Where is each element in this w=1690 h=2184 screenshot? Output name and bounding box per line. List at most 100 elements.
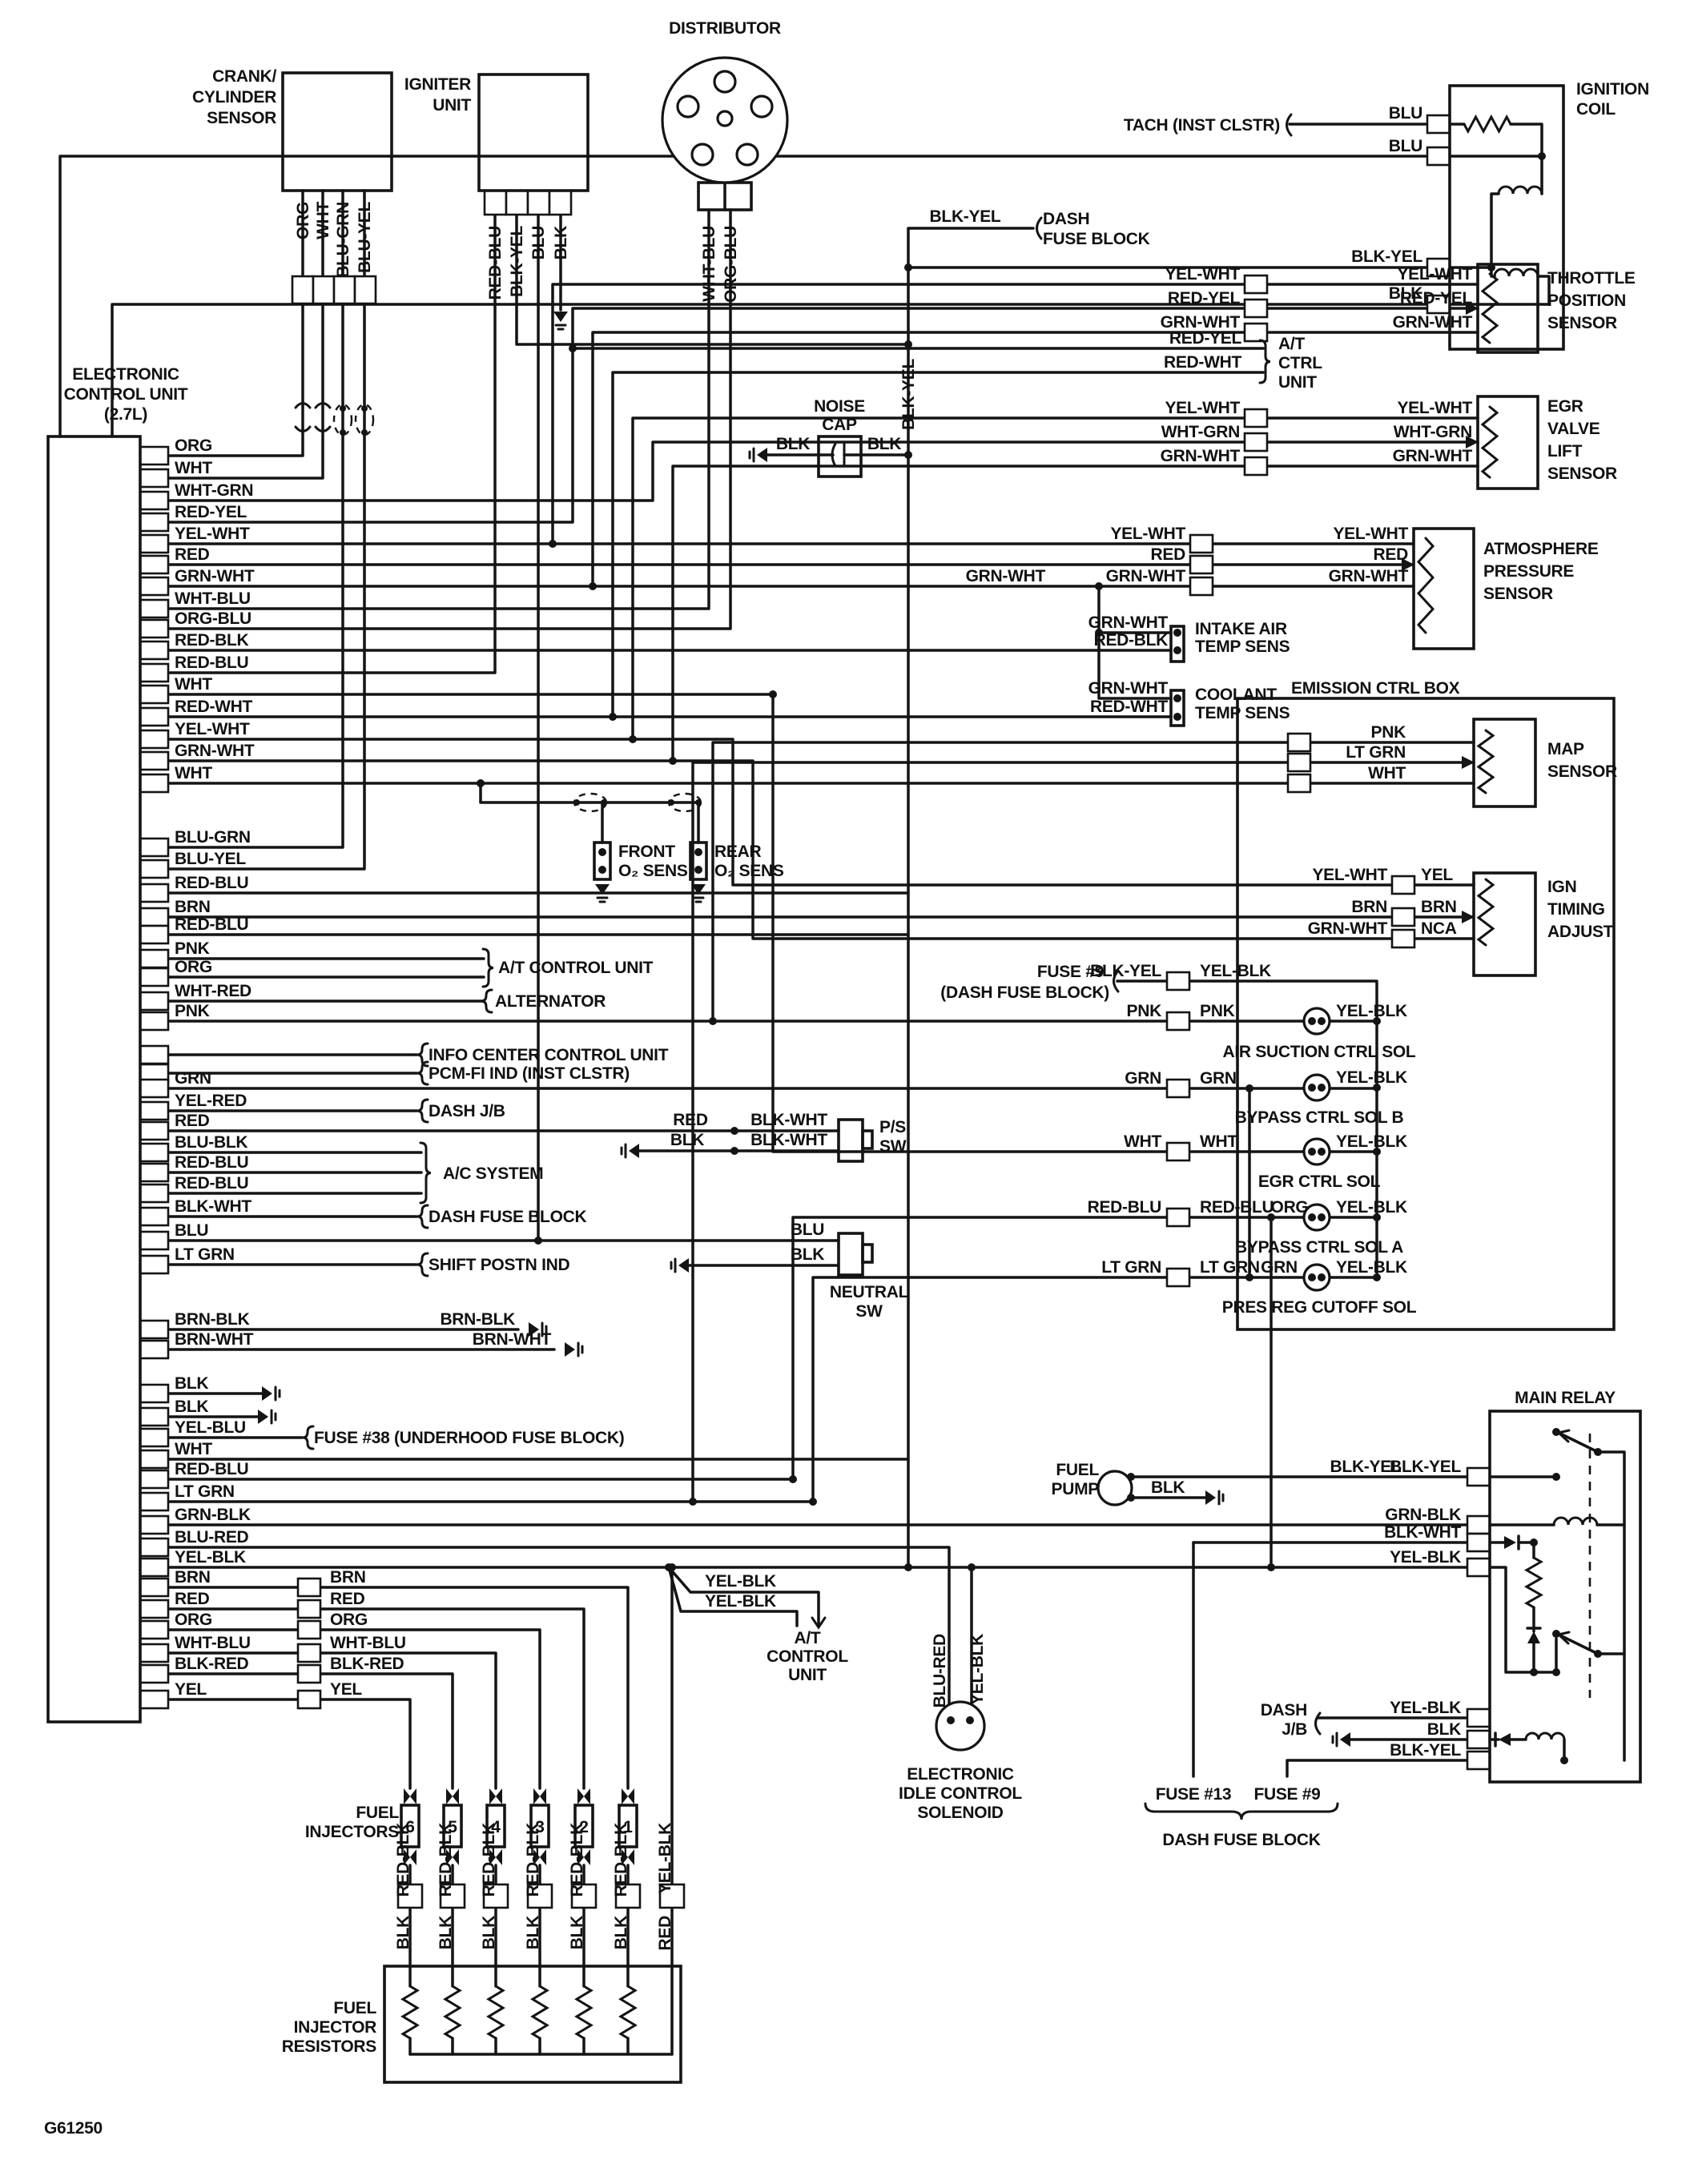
connector-cell: [1466, 1729, 1491, 1750]
wire-label: BRN-BLK: [175, 1310, 250, 1329]
ignition-coil-box: [1448, 84, 1565, 351]
wire-label: LT GRN: [175, 1245, 235, 1264]
wire-label: LT GRN: [1346, 743, 1406, 762]
wire-label: GRN: [1125, 1069, 1161, 1088]
wire-label: WHT: [1200, 1132, 1237, 1151]
connector-cell: [296, 1643, 322, 1663]
wire-label: PNK: [1200, 1002, 1235, 1020]
connector-cell: [139, 1599, 170, 1619]
wire-label: BLK-WHT: [750, 1131, 827, 1149]
wire-label: BLK: [791, 1245, 824, 1264]
callout-brace: [416, 1204, 429, 1229]
connector-cell: [139, 1469, 170, 1490]
wire-label: RED-BLU: [175, 654, 248, 672]
connector-cell: [139, 1577, 170, 1598]
connector-cell: [482, 1883, 509, 1909]
connector-cell: [483, 189, 508, 216]
resistor-symbol: [618, 1985, 638, 2040]
wire-label: IGNITER: [404, 75, 471, 94]
wire: [1509, 123, 1543, 195]
rear-o2-connector: [689, 841, 708, 881]
wire-label: RED: [673, 1111, 708, 1129]
junction-dot: [1245, 1273, 1253, 1281]
wire-label: BLK-YEL: [1351, 247, 1422, 266]
wire-label: BLU: [1389, 104, 1422, 123]
intake-air-temp-connector: [1169, 625, 1185, 663]
junction-dot: [689, 1498, 697, 1506]
connector-cell: [1165, 1011, 1191, 1032]
fuel-injector-1: [618, 1804, 638, 1848]
wire-label: BLK: [1389, 284, 1422, 303]
wire-label: PCM-FI IND (INST CLSTR): [429, 1064, 630, 1083]
junction-dot: [340, 429, 346, 436]
junction-dot: [549, 540, 557, 548]
wire: [907, 227, 1035, 269]
wire-label: GRN-BLK: [1385, 1506, 1461, 1524]
connector-cell: [139, 618, 170, 639]
wire-label: SENSOR: [207, 109, 276, 127]
wire-label: WHT-GRN: [175, 481, 253, 500]
wire-label: BLK-WHT: [1384, 1523, 1461, 1542]
ground-icon: [691, 884, 706, 895]
wire-label: (2.7L): [104, 405, 147, 424]
wire-label: BLK: [1151, 1478, 1185, 1497]
wire-label: BLU-YEL: [356, 202, 374, 273]
wire-label: DASH: [1261, 1701, 1307, 1719]
wire-label: FUEL: [333, 1999, 376, 2017]
connector-cell: [139, 1663, 170, 1684]
wire-label: BRN: [1421, 898, 1457, 916]
wire-label: GRN-WHT: [1106, 567, 1186, 585]
wire-label: BLU-RED: [931, 1634, 949, 1708]
connector-cell: [1243, 456, 1269, 477]
component-circle: [1302, 1073, 1331, 1102]
wire-label: CAP: [822, 416, 857, 434]
ground-icon: [678, 1258, 689, 1273]
connector-cell: [332, 275, 356, 305]
wire-label: YEL-BLK: [1200, 962, 1271, 980]
wire-label: RED: [175, 1590, 210, 1608]
wire-label: A/T CONTROL UNIT: [498, 959, 654, 977]
junction-dot: [1318, 1148, 1326, 1156]
wire: [167, 1216, 1378, 1481]
wire-label: BLK: [480, 1916, 498, 1949]
wire: [1286, 1759, 1469, 1778]
component-circle: [676, 95, 700, 119]
connector-cell: [296, 1599, 322, 1619]
wire: [591, 331, 1479, 588]
junction-dot: [1095, 582, 1103, 590]
wire-label: ALTERNATOR: [495, 992, 606, 1011]
wire-label: WHT-BLU: [700, 226, 718, 302]
neutral-switch-nub: [861, 1243, 874, 1264]
connector-cell: [139, 1383, 170, 1404]
wire-label: YEL-WHT: [175, 720, 250, 738]
wire-label: ORG: [175, 958, 212, 976]
wire-label: IDLE CONTROL: [899, 1784, 1022, 1803]
symbol: [831, 442, 837, 468]
wire-label: WHT: [175, 459, 212, 477]
connector-cell: [139, 924, 170, 945]
junction-dot: [1318, 1213, 1326, 1221]
connector-cell: [1426, 114, 1451, 135]
junction-dot: [1373, 1213, 1381, 1221]
wire-label: YEL-WHT: [1333, 525, 1408, 543]
junction-dot: [904, 451, 912, 459]
connector-cell: [1390, 928, 1416, 949]
wire-label: RED-BLU: [486, 226, 505, 300]
connector-cell: [1466, 1707, 1491, 1728]
wire-label: UNIT: [788, 1666, 827, 1684]
resistor-symbol: [574, 1985, 594, 2040]
injector-plug-icon: [622, 1849, 634, 1865]
wire: [479, 782, 700, 804]
connector-cell: [139, 1230, 170, 1251]
connector-cell: [1165, 1267, 1191, 1288]
connector-cell: [139, 1689, 170, 1710]
wire-label: WHT-BLU: [175, 1634, 251, 1652]
wire-label: FUEL: [1056, 1461, 1099, 1479]
wire-label: BLK: [776, 435, 810, 453]
connector-cell: [139, 1100, 170, 1121]
wire-label: YEL-BLK: [1336, 1258, 1407, 1277]
wire: [167, 208, 710, 610]
junction-dot: [968, 1563, 976, 1571]
group-brace: [1144, 1802, 1339, 1820]
